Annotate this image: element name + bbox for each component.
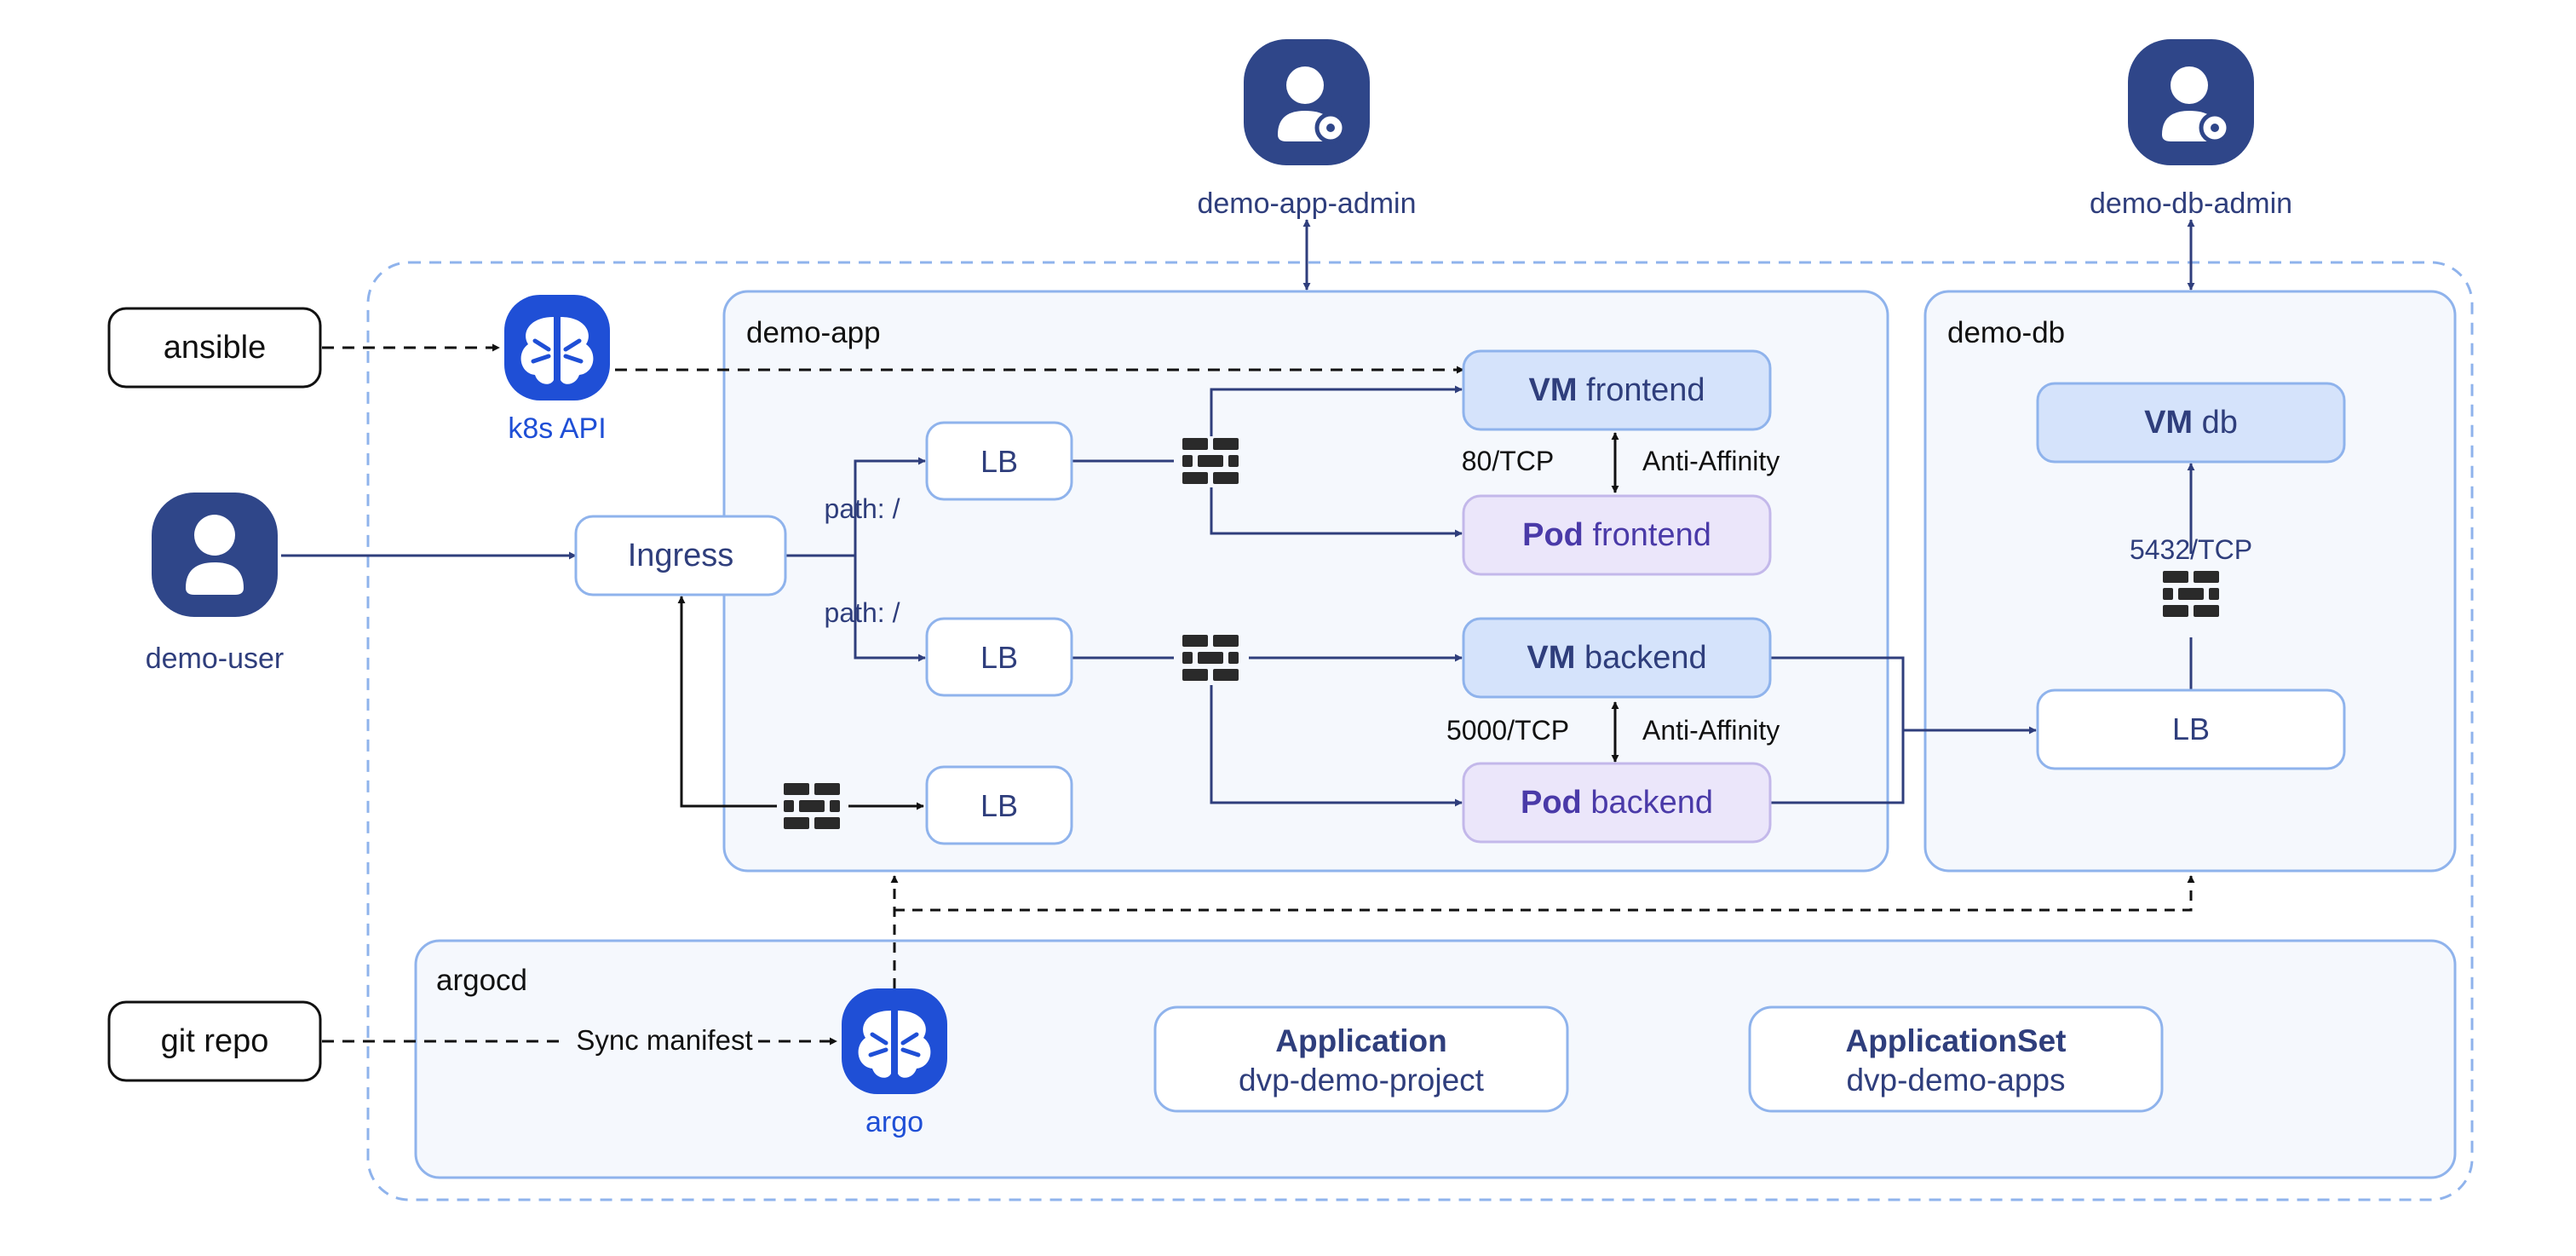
pod-backend-box: Pod backend [1462, 762, 1772, 844]
vm-prefix: VM [2144, 405, 2193, 441]
anti-affinity-frontend-label: Anti-Affinity [1642, 446, 1780, 476]
argo-to-demo-db-arrow [894, 875, 2195, 912]
svg-text:VM db: VM db [2144, 405, 2238, 441]
vm-backend-box: VM backend [1462, 617, 1772, 699]
pod-prefix: Pod [1521, 785, 1582, 821]
vm-frontend-name: frontend [1586, 372, 1705, 408]
brain-icon [504, 295, 610, 400]
demo-app-title: demo-app [746, 316, 881, 349]
demo-db-admin-actor: demo-db-admin [2090, 39, 2292, 220]
lb-label: LB [980, 444, 1018, 479]
vm-db-name: db [2202, 405, 2238, 441]
lb-label: LB [980, 788, 1018, 823]
lb-backend-box: LB [925, 617, 1073, 697]
lb-label: LB [980, 640, 1018, 675]
applicationset-title: ApplicationSet [1845, 1023, 2066, 1058]
argo-service: argo [842, 988, 947, 1138]
db-port-label: 5432/TCP [2130, 534, 2252, 565]
brain-icon [842, 988, 947, 1094]
path-label-backend: path: / [825, 597, 900, 628]
argo-label: argo [865, 1106, 923, 1138]
demo-user-actor: demo-user [146, 493, 285, 675]
application-name: dvp-demo-project [1239, 1063, 1485, 1098]
git-repo-label: git repo [161, 1023, 269, 1059]
application-box: Application dvp-demo-project [1153, 1005, 1569, 1113]
firewall-icon [784, 783, 840, 829]
applicationset-box: ApplicationSet dvp-demo-apps [1748, 1005, 2164, 1113]
db-lb-box: LB [2036, 688, 2346, 770]
cluster-boundary [366, 261, 2474, 1201]
pod-frontend-name: frontend [1592, 517, 1711, 553]
lb-frontend-box: LB [925, 421, 1073, 501]
vm-db-box: VM db [2036, 382, 2346, 464]
ingress-label: Ingress [628, 538, 734, 573]
pod-prefix: Pod [1522, 517, 1584, 553]
pod-backend-name: backend [1590, 785, 1713, 821]
demo-db-title: demo-db [1947, 316, 2065, 349]
applicationset-name: dvp-demo-apps [1846, 1063, 2065, 1098]
demo-db-admin-label: demo-db-admin [2090, 187, 2292, 220]
firewall2-to-pod-backend-arrow [1210, 685, 1463, 807]
svg-text:VM backend: VM backend [1527, 640, 1706, 676]
sync-manifest-label: Sync manifest [576, 1024, 752, 1056]
vm-prefix: VM [1527, 640, 1575, 676]
port-backend-label: 5000/TCP [1446, 715, 1569, 746]
svg-text:Pod backend: Pod backend [1521, 785, 1713, 821]
ingress-to-lb2-arrow [854, 556, 926, 662]
pod-frontend-box: Pod frontend [1462, 494, 1772, 576]
vm-frontend-box: VM frontend [1462, 349, 1772, 431]
k8s-api-service: k8s API [504, 295, 610, 445]
firewall1-to-vm-frontend-arrow [1210, 385, 1463, 436]
lb-argo-box: LB [925, 765, 1073, 845]
ansible-box: ansible [107, 307, 322, 389]
demo-db-namespace [1923, 290, 2457, 873]
svg-text:Pod frontend: Pod frontend [1522, 517, 1711, 553]
ingress-to-lb1-arrow [785, 457, 926, 557]
demo-app-admin-actor: demo-app-admin [1197, 39, 1417, 220]
lb-label: LB [2172, 712, 2210, 746]
firewall-icon [1182, 635, 1239, 681]
demo-user-label: demo-user [146, 642, 285, 675]
demo-app-admin-label: demo-app-admin [1197, 187, 1416, 220]
path-label-frontend: path: / [825, 493, 900, 524]
git-repo-box: git repo [107, 1000, 322, 1082]
firewall-icon [1182, 438, 1239, 484]
ansible-label: ansible [164, 330, 266, 366]
application-title: Application [1275, 1023, 1446, 1058]
firewall3-to-ingress-arrow [677, 596, 777, 808]
svg-text:VM frontend: VM frontend [1528, 372, 1705, 408]
vm-prefix: VM [1528, 372, 1577, 408]
argocd-title: argocd [436, 964, 527, 997]
firewall-icon [2163, 571, 2219, 617]
firewall1-to-pod-frontend-arrow [1210, 487, 1463, 538]
vm-backend-name: backend [1584, 640, 1707, 676]
ingress-box: Ingress [574, 515, 787, 596]
k8s-api-label: k8s API [508, 412, 606, 445]
anti-affinity-backend-label: Anti-Affinity [1642, 715, 1780, 746]
port-frontend-label: 80/TCP [1462, 446, 1554, 476]
